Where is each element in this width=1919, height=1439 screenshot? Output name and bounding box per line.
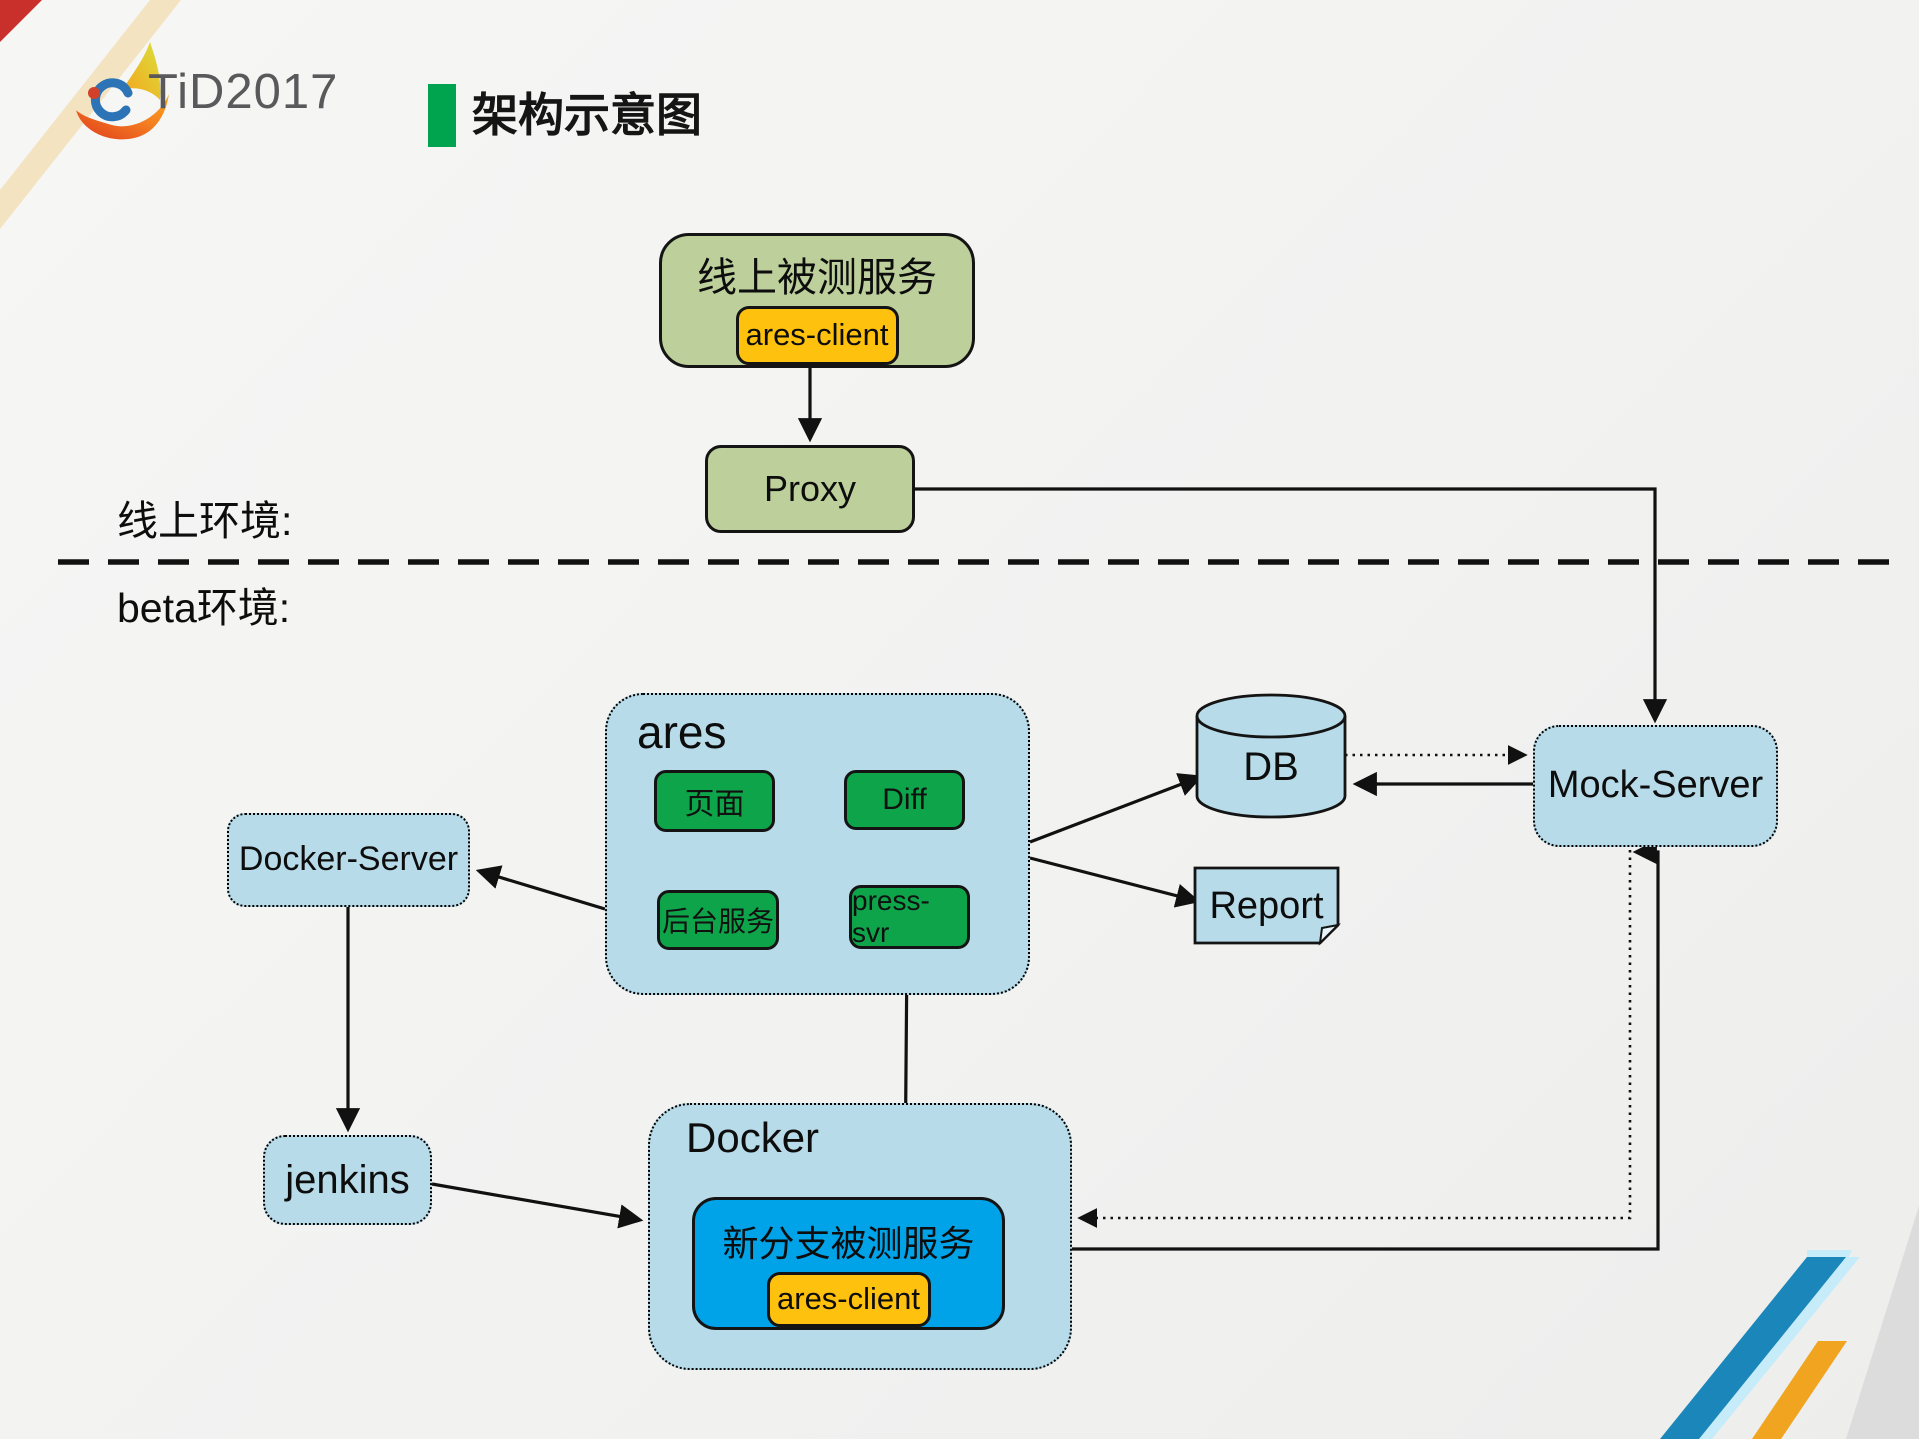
backend-box: 后台服务 [657, 890, 779, 950]
page-label: 页面 [684, 788, 745, 821]
report-note-shape [1193, 866, 1341, 946]
jenkins-label: jenkins [285, 1158, 410, 1202]
press-svr-label: press-svr [852, 885, 930, 948]
beta-env-label: beta环境: [117, 585, 291, 631]
corner-gray-triangle [1846, 1206, 1919, 1439]
jenkins-box: jenkins [263, 1135, 432, 1225]
diff-label: Diff [882, 783, 927, 816]
title-bullet [428, 84, 456, 147]
proxy-label: Proxy [763, 468, 857, 510]
arrow-proxy-to-mock-server [915, 487, 1668, 724]
arrow-jenkins-to-docker [431, 1182, 644, 1229]
db-cylinder [1195, 693, 1347, 819]
logo-text: TiD2017 [148, 65, 339, 119]
online-service-box: 线上被测服务 ares-client [659, 233, 975, 368]
ares-client-badge-top: ares-client [735, 306, 899, 365]
ares-client-badge-bottom: ares-client [766, 1271, 931, 1327]
arrow-ares-to-db [1029, 773, 1204, 844]
report-label: Report [1209, 885, 1324, 927]
press-svr-box: press-svr [849, 885, 970, 949]
arrow-branch-service-to-mock-server [1003, 839, 1660, 1251]
online-service-label: 线上被测服务 [697, 256, 937, 300]
docker-server-box: Docker-Server [227, 813, 470, 907]
arrow-ares-to-docker-server [475, 865, 606, 911]
docker-server-label: Docker-Server [238, 840, 459, 879]
ares-label: ares [637, 706, 727, 758]
branch-service-box: 新分支被测服务 ares-client [692, 1197, 1005, 1330]
blue-stripe-highlight [1699, 1257, 1860, 1439]
page-box: 页面 [654, 770, 775, 832]
dotted-arrow-mock-server-to-docker [1077, 850, 1632, 1228]
arrow-ares-to-report [1029, 856, 1201, 908]
blue-stripe [1660, 1257, 1846, 1439]
corner-red-triangle [0, 0, 42, 42]
corner-tan-stripe [0, 0, 181, 229]
online-env-label: 线上环境: [117, 498, 293, 544]
docker-container: Docker 新分支被测服务 ares-client [648, 1103, 1072, 1370]
db-label: DB [1243, 745, 1299, 789]
backend-label: 后台服务 [661, 906, 774, 937]
ares-container: ares 页面 Diff 后台服务 press-svr [605, 693, 1030, 995]
flame-logo-icon [76, 42, 169, 140]
mock-server-box: Mock-Server [1533, 725, 1778, 847]
page-title: 架构示意图 [472, 89, 702, 141]
docker-label: Docker [686, 1114, 820, 1161]
diff-box: Diff [844, 770, 965, 830]
orange-stripe [1752, 1341, 1847, 1439]
mock-server-label: Mock-Server [1547, 764, 1764, 807]
branch-service-label: 新分支被测服务 [722, 1223, 975, 1264]
proxy-box: Proxy [705, 445, 915, 533]
